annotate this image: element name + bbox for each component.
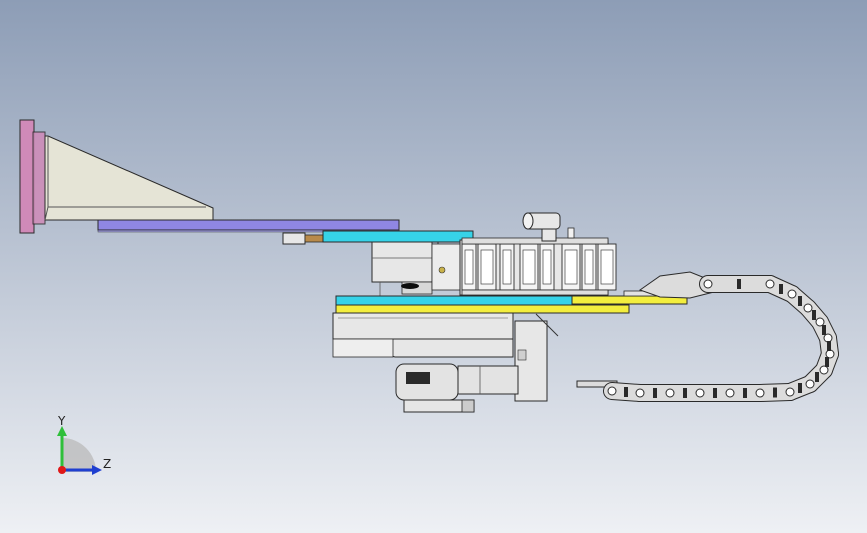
chain-slot (822, 325, 826, 335)
chain-pin (607, 386, 617, 396)
chain-pin (819, 365, 829, 375)
roller-window (542, 249, 552, 285)
z-axis-arrow-icon (92, 465, 102, 475)
y-axis-arrow-icon (57, 426, 67, 436)
chain-slot (624, 387, 628, 397)
coordinate-triad: Y Z (57, 414, 111, 475)
y-axis-label: Y (57, 414, 66, 428)
chain-slot (737, 279, 741, 289)
chain-pin (805, 379, 815, 389)
chain-pin (635, 388, 645, 398)
chain-slot (773, 387, 777, 398)
z-axis-label: Z (103, 457, 111, 471)
roller-window (502, 249, 512, 285)
chain-slot (779, 284, 783, 294)
chain-slot (825, 357, 829, 367)
chain-slot (743, 388, 747, 398)
connector-block[interactable] (282, 232, 324, 245)
chain-slot (827, 341, 831, 351)
roller-window (480, 249, 494, 285)
chain-slot (713, 388, 717, 398)
roller-segments (461, 237, 617, 296)
chain-slot (683, 388, 687, 398)
servo-motor[interactable] (395, 363, 519, 413)
cyan-top-plate[interactable] (322, 230, 474, 243)
chain-slot (653, 388, 657, 398)
chain-pin (665, 388, 675, 398)
chain-pin (803, 303, 813, 313)
roller-window (464, 249, 474, 285)
roller-assembly[interactable] (459, 237, 617, 296)
chain-pin (785, 387, 795, 397)
chain-slot (798, 383, 802, 393)
roller-bottom-rail (461, 289, 609, 296)
motor-bracket[interactable] (514, 313, 559, 402)
chain-pin (755, 388, 765, 398)
chain-pin (765, 279, 775, 289)
purple-arm-plate[interactable] (97, 219, 400, 233)
chain-pin (695, 388, 705, 398)
triad-origin-icon (58, 466, 66, 474)
slide-housing[interactable] (371, 241, 463, 296)
chain-slot (815, 372, 819, 382)
chain-slot (812, 310, 816, 320)
roller-top-rail (461, 237, 609, 245)
pneumatic-fitting[interactable] (522, 212, 575, 242)
chain-pin (815, 317, 825, 327)
chain-pin (823, 333, 833, 343)
chain-pin (725, 388, 735, 398)
roller-window (584, 249, 594, 285)
roller-window (522, 249, 536, 285)
linear-module-body[interactable] (332, 312, 514, 358)
chain-pin (787, 289, 797, 299)
drag-chain-links (603, 275, 839, 402)
triangular-bracket[interactable] (44, 135, 214, 221)
chain-pin (703, 279, 713, 289)
roller-window (600, 249, 614, 285)
wall-mount-plate[interactable] (19, 119, 46, 234)
drag-chain[interactable] (576, 271, 839, 402)
triad-base-quarter (62, 438, 96, 472)
chain-slot (798, 296, 802, 306)
roller-window (564, 249, 578, 285)
chain-pin (825, 349, 835, 359)
